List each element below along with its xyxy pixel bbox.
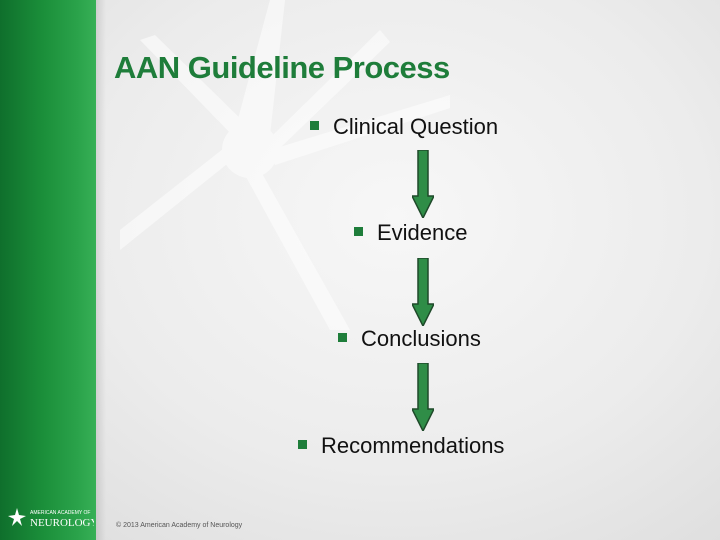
bullet-icon bbox=[354, 226, 363, 236]
green-sidebar bbox=[0, 0, 96, 540]
step-evidence: Evidence bbox=[354, 220, 468, 246]
down-arrow-icon bbox=[412, 150, 434, 218]
logo-line1: AMERICAN ACADEMY OF bbox=[30, 510, 90, 516]
copyright-text: © 2013 American Academy of Neurology bbox=[116, 522, 243, 529]
step-label: Clinical Question bbox=[333, 114, 499, 139]
sidebar-shadow bbox=[96, 0, 106, 540]
bullet-icon bbox=[310, 120, 319, 130]
step-label: Evidence bbox=[377, 220, 468, 245]
down-arrow-icon bbox=[412, 258, 434, 326]
slide-title: AAN Guideline Process bbox=[114, 50, 450, 85]
neuron-watermark-icon bbox=[120, 0, 450, 330]
step-label: Recommendations bbox=[321, 433, 505, 458]
down-arrow-icon bbox=[412, 363, 434, 431]
bullet-icon bbox=[338, 332, 347, 342]
bullet-icon bbox=[298, 439, 307, 449]
step-clinical-question: Clinical Question bbox=[310, 114, 498, 140]
step-label: Conclusions bbox=[361, 326, 481, 351]
logo-line2: NEUROLOGY. bbox=[30, 517, 94, 529]
step-conclusions: Conclusions bbox=[338, 326, 481, 352]
step-recommendations: Recommendations bbox=[298, 433, 504, 459]
aan-logo: AMERICAN ACADEMY OF NEUROLOGY. bbox=[8, 508, 94, 529]
